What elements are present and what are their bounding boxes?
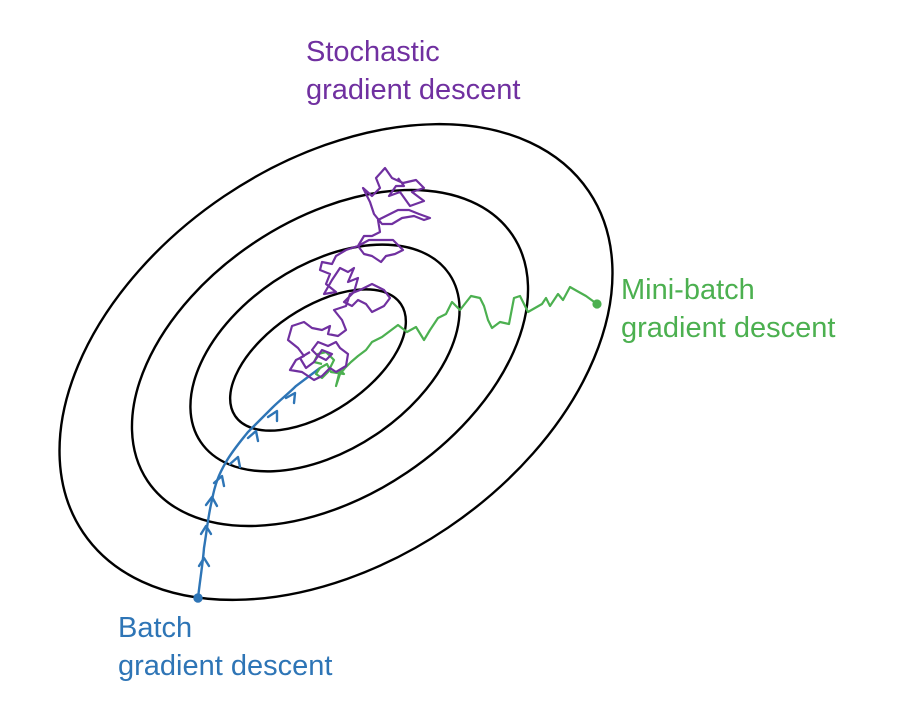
stochastic-gradient-descent-path [286, 166, 432, 382]
arrow-head [228, 455, 242, 469]
mini-batch-start-point [592, 299, 602, 309]
mini-batch-label-line1: Mini-batch [621, 274, 755, 306]
mini-batch-trajectory [312, 285, 598, 388]
batch-gradient-descent-path [193, 367, 321, 603]
contour-second [189, 243, 461, 473]
arrow-head [199, 524, 213, 536]
stochastic-label: Stochastic gradient descent [306, 33, 520, 109]
batch-step-arrows [197, 391, 297, 568]
contour-third [130, 188, 530, 528]
batch-label-line1: Batch [118, 612, 193, 644]
contour-outer [58, 122, 614, 602]
stochastic-trajectory [286, 166, 432, 382]
stochastic-label-line2: gradient descent [306, 74, 521, 106]
arrow-head [197, 556, 211, 568]
batch-label: Batch gradient descent [118, 609, 332, 685]
arrow-head [246, 429, 260, 443]
mini-batch-label-line2: gradient descent [621, 312, 836, 344]
batch-label-line2: gradient descent [118, 650, 333, 682]
mini-batch-label: Mini-batch gradient descent [621, 271, 835, 347]
stochastic-label-line1: Stochastic [306, 36, 440, 68]
contour-inner [228, 288, 408, 432]
batch-trajectory [196, 367, 321, 599]
batch-start-point [193, 593, 203, 603]
loss-contours [58, 122, 614, 602]
arrow-head [284, 391, 297, 405]
arrow-head [212, 474, 226, 488]
arrow-head [266, 409, 279, 423]
mini-batch-gradient-descent-path [312, 285, 602, 388]
arrow-head [204, 495, 219, 508]
